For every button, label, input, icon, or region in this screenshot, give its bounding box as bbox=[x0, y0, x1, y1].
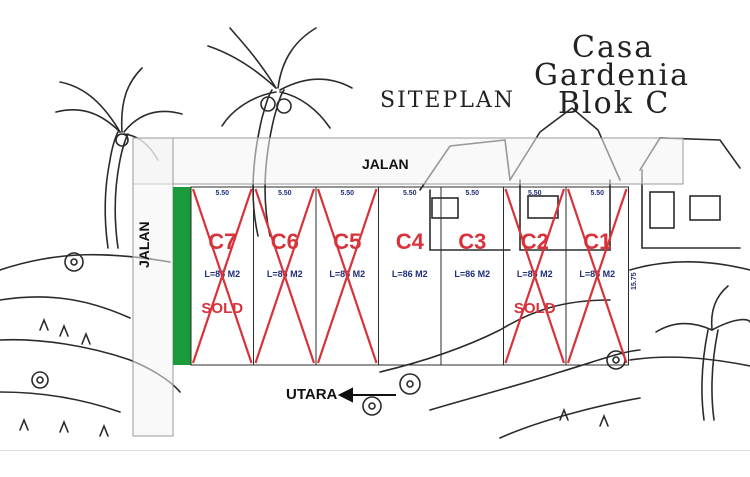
lot-width-label: 5.50 bbox=[278, 190, 292, 197]
lot-id-label: C4 bbox=[396, 229, 425, 254]
green-strip bbox=[173, 187, 191, 365]
footer-area bbox=[0, 451, 750, 477]
lot-sold-label: SOLD bbox=[201, 300, 243, 317]
lot-cross-mark bbox=[191, 188, 253, 364]
lot-id-label: C1 bbox=[583, 229, 611, 254]
north-arrow-icon bbox=[337, 387, 396, 403]
lot-width-label: 5.50 bbox=[528, 190, 542, 197]
road-top-frame bbox=[132, 137, 684, 185]
lot-outline bbox=[565, 186, 629, 366]
lot-depth-label: 15.75 bbox=[631, 272, 638, 290]
lot-cross-mark bbox=[254, 188, 316, 364]
lot-cross-mark bbox=[316, 188, 378, 364]
north-label: UTARA bbox=[286, 386, 338, 403]
lot-id-label: C7 bbox=[208, 229, 236, 254]
lot-cross-mark bbox=[566, 188, 628, 364]
lot-id-label: C3 bbox=[458, 229, 486, 254]
siteplan-label: SITEPLAN bbox=[380, 88, 516, 113]
road-label-left: JALAN bbox=[136, 221, 152, 268]
lot-width-label: 5.50 bbox=[590, 190, 604, 197]
lot-sold-label: SOLD bbox=[514, 300, 556, 317]
lot-area-label: L=86 M2 bbox=[454, 269, 490, 279]
lots-layer: 5.50C7L=86 M2SOLD5.50C6L=86 M25.50C5L=86… bbox=[190, 186, 629, 366]
lot-id-label: C2 bbox=[521, 229, 549, 254]
lot-id-label: C5 bbox=[333, 229, 361, 254]
lot-width-label: 5.50 bbox=[340, 190, 354, 197]
brand-title-line3: Blok C bbox=[558, 86, 671, 121]
lot-width-label: 5.50 bbox=[215, 190, 229, 197]
brand-title-line2: Gardenia bbox=[534, 58, 690, 93]
lot-width-label: 5.50 bbox=[403, 190, 417, 197]
brand-title-line1: Casa bbox=[572, 30, 655, 65]
lot-cross-mark bbox=[504, 188, 566, 364]
road-label-top: JALAN bbox=[362, 156, 409, 172]
lot-width-label: 5.50 bbox=[465, 190, 479, 197]
road-left-frame bbox=[132, 137, 174, 437]
lot-id-label: C6 bbox=[271, 229, 299, 254]
lot-area-label: L=86 M2 bbox=[392, 269, 428, 279]
footer-divider bbox=[0, 450, 750, 451]
